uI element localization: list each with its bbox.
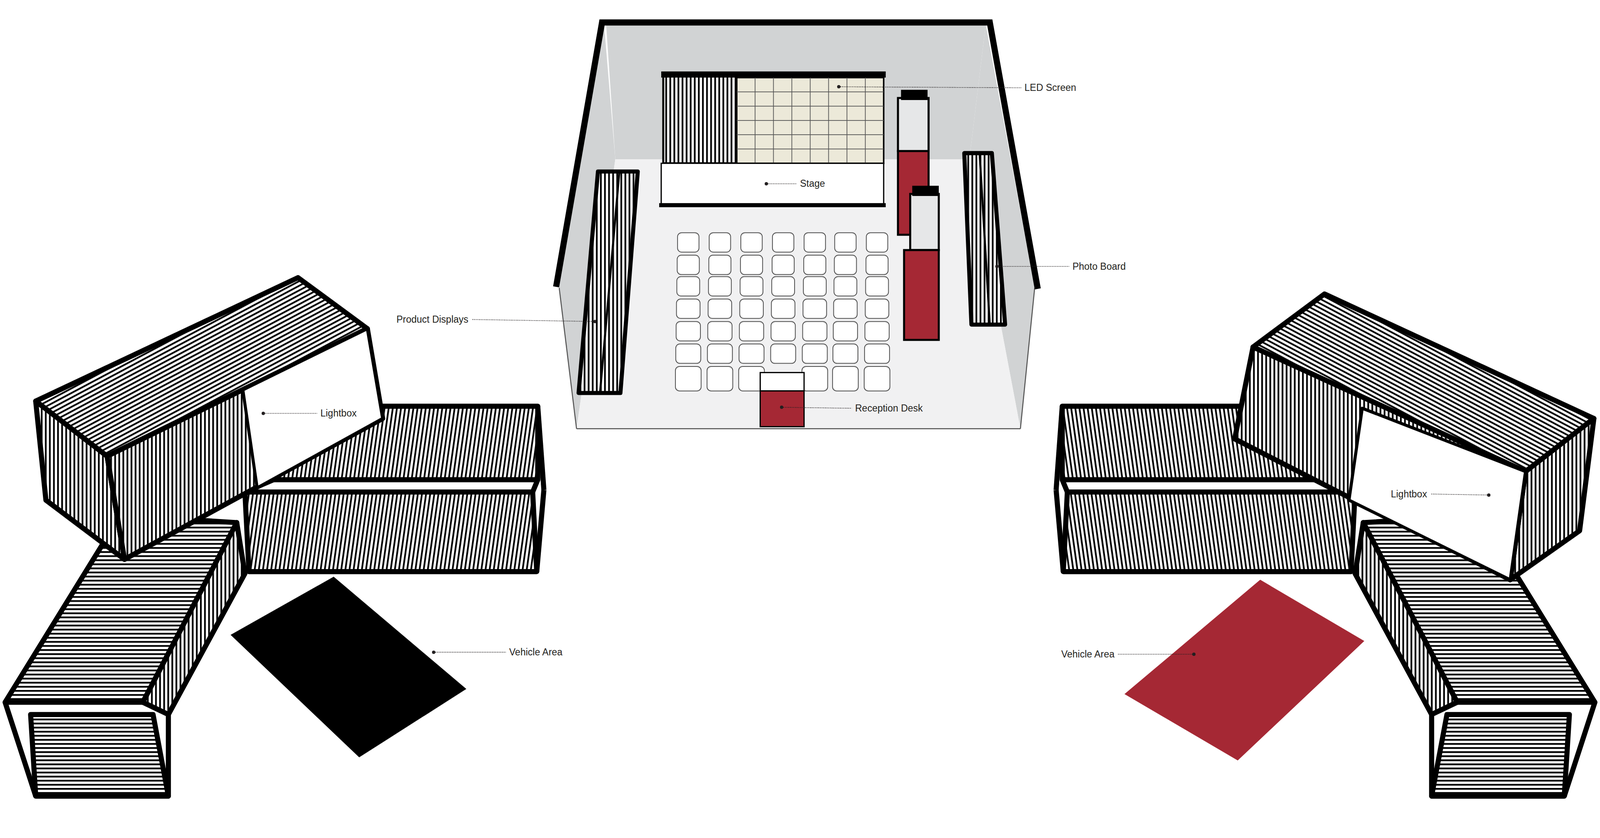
- callout-label: Photo Board: [1072, 260, 1126, 272]
- leader-dot: [1487, 492, 1491, 497]
- venue-room: [556, 22, 1038, 429]
- callout-label: Vehicle Area: [1061, 648, 1115, 660]
- chair: [802, 343, 828, 364]
- chair: [771, 298, 795, 319]
- chair: [708, 255, 731, 275]
- chair: [834, 255, 857, 275]
- chair: [803, 276, 827, 296]
- chair: [740, 255, 763, 275]
- chair: [833, 321, 858, 341]
- callout-label: Lightbox: [320, 407, 357, 419]
- chair: [833, 298, 858, 319]
- chair: [739, 321, 764, 341]
- display-column: [904, 185, 939, 340]
- chair: [771, 276, 795, 296]
- chair: [832, 366, 859, 391]
- chair: [676, 321, 701, 341]
- leader-line: [838, 86, 1022, 88]
- chair: [740, 232, 763, 253]
- leader-dot: [261, 411, 265, 415]
- chair: [834, 232, 856, 253]
- chair: [865, 321, 890, 341]
- leader-line: [1117, 653, 1194, 655]
- led-grid: [736, 77, 884, 164]
- chair: [802, 321, 827, 341]
- chair: [709, 232, 731, 253]
- chair: [707, 366, 733, 391]
- leader-dot: [764, 182, 768, 186]
- chair: [834, 276, 858, 296]
- led-screen: [661, 71, 886, 163]
- callout-label: Lightbox: [1390, 488, 1428, 500]
- chair: [770, 321, 795, 341]
- product-display-cabinet: [578, 171, 638, 393]
- chair: [865, 255, 888, 275]
- chair: [770, 343, 796, 364]
- callout-label: Product Displays: [396, 313, 469, 325]
- chair: [740, 276, 763, 296]
- chair: [677, 255, 700, 275]
- photo-board: [964, 152, 1005, 325]
- leader-line: [1430, 493, 1489, 495]
- chair: [802, 298, 827, 319]
- chair: [675, 366, 702, 391]
- callout-label: LED Screen: [1024, 82, 1077, 93]
- chair: [675, 343, 701, 364]
- chair: [832, 343, 858, 364]
- chair: [676, 276, 700, 296]
- audience-chairs: [675, 232, 890, 391]
- leader-line: [766, 183, 797, 185]
- leader-line: [781, 407, 852, 408]
- chair: [803, 255, 826, 275]
- chair: [707, 298, 732, 319]
- chair: [865, 276, 889, 296]
- chair: [804, 232, 826, 253]
- leader-dot: [593, 319, 597, 323]
- chair: [707, 343, 733, 364]
- chair: [739, 298, 764, 319]
- callout-label: Reception Desk: [855, 402, 923, 414]
- chair: [772, 255, 795, 275]
- stage: [659, 163, 886, 208]
- lightbox-structure: [35, 277, 383, 560]
- chair: [864, 343, 890, 364]
- leader-dot: [837, 85, 841, 89]
- leader-dot: [432, 650, 436, 654]
- lightbox-structure: [1234, 293, 1594, 580]
- leader-dot: [1192, 652, 1196, 656]
- chair: [772, 232, 794, 253]
- chair: [866, 232, 888, 253]
- leader-dot: [995, 264, 999, 268]
- leader-line: [433, 651, 506, 653]
- chair: [708, 276, 732, 296]
- lightbox-face: [1349, 407, 1526, 580]
- lightbox-face: [242, 328, 383, 488]
- chair: [865, 298, 890, 319]
- chair: [676, 298, 701, 319]
- leader-line: [263, 412, 318, 414]
- floor: [576, 159, 1021, 429]
- leader-line: [997, 265, 1070, 267]
- vehicle-area: [230, 576, 467, 757]
- leader-line: [471, 319, 595, 322]
- chair: [739, 343, 765, 364]
- vehicle-area: [1124, 579, 1365, 760]
- chair: [864, 366, 890, 391]
- chair: [802, 366, 828, 391]
- callout-label: Stage: [800, 177, 825, 189]
- chair: [677, 232, 699, 253]
- callout-label: Vehicle Area: [509, 646, 563, 658]
- leader-dot: [780, 405, 784, 409]
- chair: [707, 321, 733, 341]
- reception-desk: [760, 372, 804, 427]
